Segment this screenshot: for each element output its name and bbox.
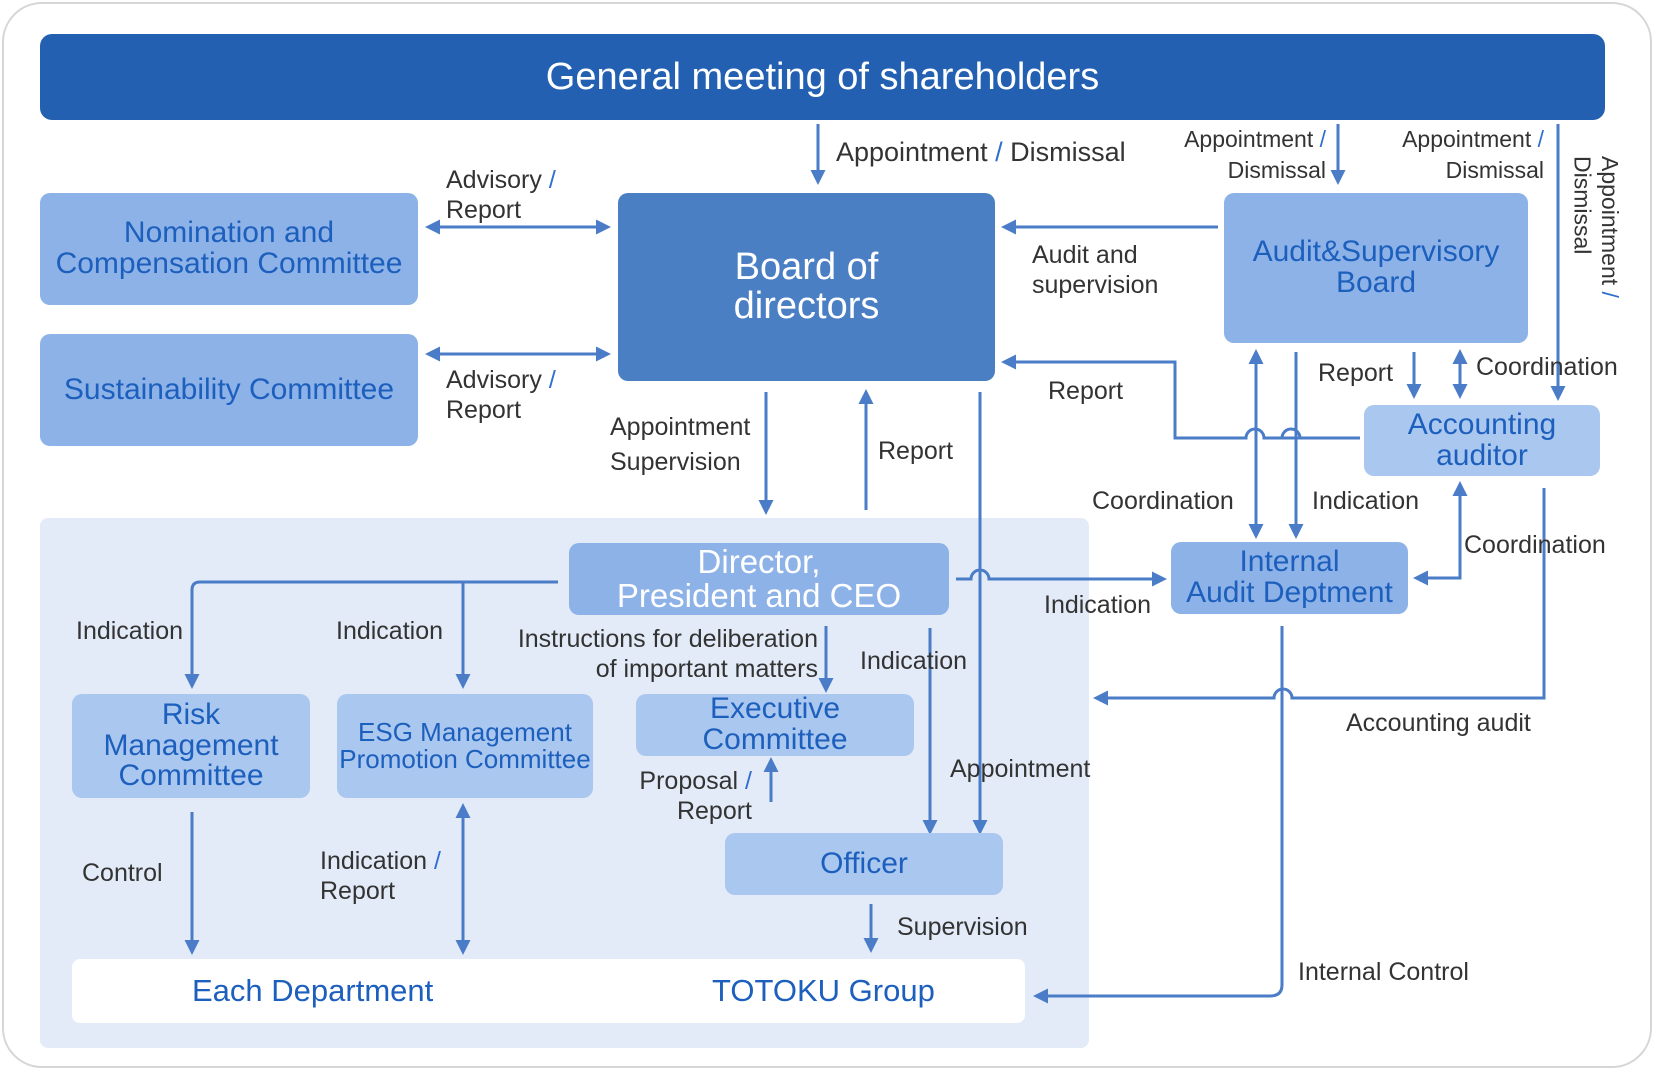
ceo-label: Director, President and CEO	[616, 543, 902, 614]
officer-label: Officer	[820, 846, 908, 880]
report-ceo-label: Report	[878, 437, 954, 465]
indication-officer-label: Indication	[860, 647, 968, 675]
officer-box: Officer	[725, 833, 1003, 895]
executive-committee-box: Executive Committee	[636, 694, 914, 756]
appointment-dismissal-asb-label: Appointment / Dismissal	[1184, 126, 1326, 184]
supervision-label: Supervision	[897, 913, 1028, 941]
each-department-label: Each Department	[192, 973, 434, 1008]
accounting-auditor-box: Accounting auditor	[1364, 405, 1600, 476]
audit-supervision-label: Audit and supervision	[1032, 241, 1159, 299]
nomination-committee-label: Nomination and Compensation Committee	[55, 216, 403, 280]
instructions-label: Instructions for deliberation of importa…	[517, 625, 818, 683]
arrow-accounting-audit	[1093, 488, 1546, 706]
board-of-directors-box: Board of directors	[618, 193, 995, 381]
sustainability-committee-label: Sustainability Committee	[63, 372, 395, 406]
arrow-acc-ia-coord	[1413, 481, 1468, 586]
indication-risk-label: Indication	[76, 617, 184, 645]
advisory-report-2-label: Advisory / Report	[446, 366, 556, 424]
internal-audit-box: Internal Audit Deptment	[1171, 542, 1408, 614]
risk-management-committee-label: Risk Management Committee	[103, 698, 279, 793]
arrow-internal-control	[1033, 626, 1284, 1004]
coordination-ia-label: Coordination	[1092, 487, 1234, 515]
ceo-box: Director, President and CEO	[569, 543, 949, 615]
general-meeting-box: General meeting of shareholders	[40, 34, 1605, 120]
advisory-report-1-label: Advisory / Report	[446, 166, 556, 224]
risk-management-committee-box: Risk Management Committee	[72, 694, 310, 798]
board-of-directors-label: Board of directors	[733, 246, 880, 327]
accounting-audit-label: Accounting audit	[1346, 709, 1531, 737]
nomination-committee-box: Nomination and Compensation Committee	[40, 193, 418, 305]
esg-committee-label: ESG Management Promotion Committee	[339, 717, 591, 774]
arrow-ceo-risk	[184, 580, 558, 689]
audit-supervisory-board-box: Audit&Supervisory Board	[1224, 193, 1528, 343]
department-group-box	[72, 959, 1025, 1023]
accounting-auditor-label: Accounting auditor	[1407, 407, 1557, 472]
executive-committee-label: Executive Committee	[702, 692, 848, 756]
indication-esg-label: Indication	[336, 617, 444, 645]
internal-audit-label: Internal Audit Deptment	[1186, 545, 1393, 609]
appointment-dismissal-acc-label: Appointment / Dismissal	[1402, 126, 1544, 184]
indication-ia-label: Indication	[1312, 487, 1420, 515]
totoku-group-label: TOTOKU Group	[712, 973, 935, 1008]
audit-supervisory-board-label: Audit&Supervisory Board	[1252, 235, 1500, 299]
indication-report-label: Indication / Report	[320, 847, 441, 905]
coordination-asb-label: Coordination	[1476, 353, 1618, 381]
appointment-dismissal-main-label: Appointment / Dismissal	[836, 137, 1126, 167]
appointment-dismissal-vertical-label: Appointment / Dismissal	[1569, 156, 1624, 298]
coordination-acc-label: Coordination	[1464, 531, 1606, 559]
arrow-ceo-ia	[956, 568, 1167, 587]
indication-ceo-ia-label: Indication	[1044, 591, 1152, 619]
appointment-officer-label: Appointment	[950, 755, 1091, 783]
esg-committee-box: ESG Management Promotion Committee	[337, 694, 593, 798]
sustainability-committee-box: Sustainability Committee	[40, 334, 418, 446]
proposal-report-label: Proposal / Report	[639, 767, 752, 825]
report-to-board-label: Report	[1048, 377, 1124, 405]
appointment-supervision-label: Appointment Supervision	[610, 413, 751, 476]
internal-control-label: Internal Control	[1298, 958, 1469, 986]
report-asb-label: Report	[1318, 359, 1394, 387]
general-meeting-label: General meeting of shareholders	[545, 55, 1100, 98]
control-label: Control	[82, 859, 163, 887]
